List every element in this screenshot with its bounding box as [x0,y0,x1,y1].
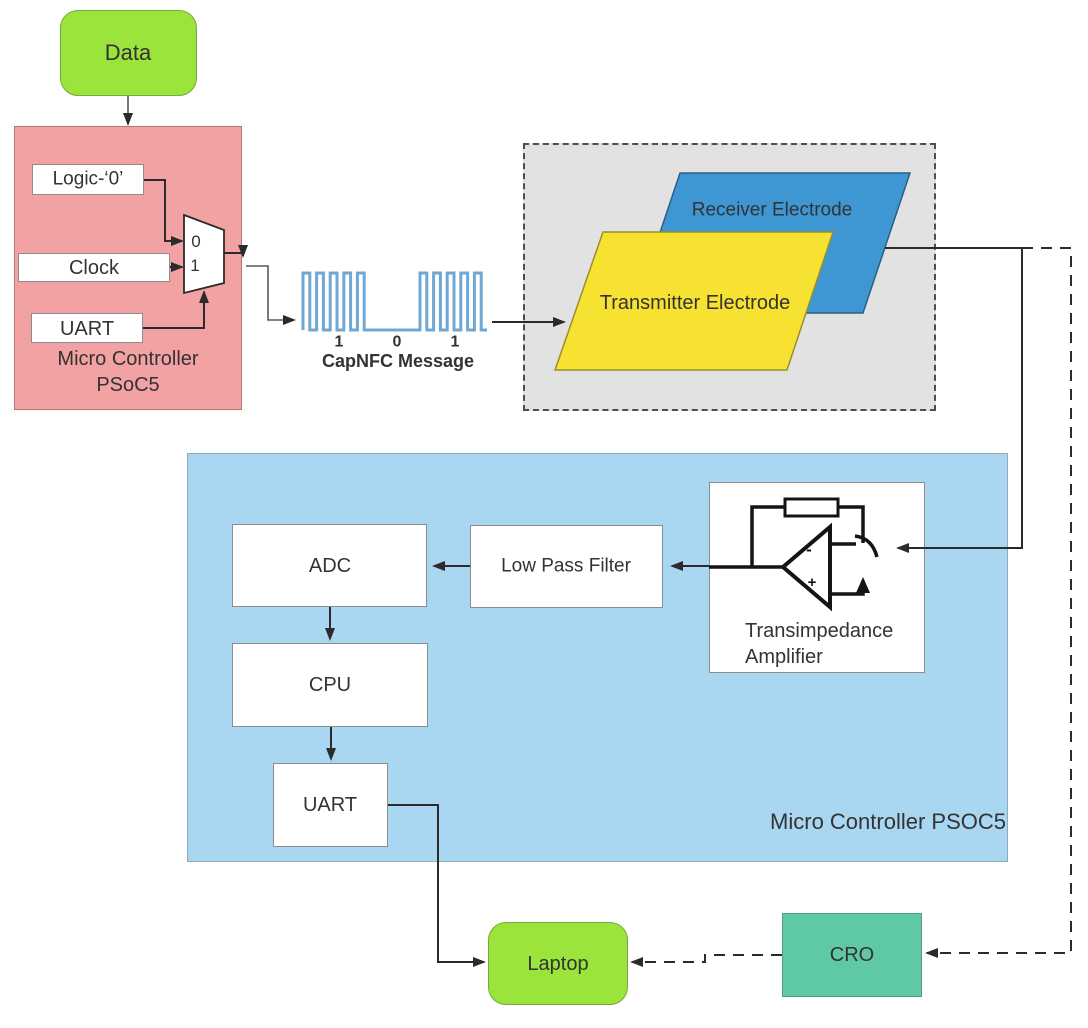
mux-input0-label: 0 [191,231,201,251]
message-bit-3: 1 [450,333,460,351]
capnfc-waveform [301,271,487,332]
message-bit-1: 1 [334,333,344,351]
cpu-label: CPU [308,674,352,696]
feedback-resistor [783,497,840,518]
transimpedance-amplifier-label: Transimpedance Amplifier [745,618,893,670]
logic0-box [32,164,144,195]
opamp-plus-input-wire [830,590,865,596]
data-source-label: Data [104,39,152,65]
tia-label-line2: Amplifier [745,646,823,668]
adc-label: ADC [308,555,352,577]
opamp-minus-label: - [806,539,812,559]
opamp-plus-label: + [807,574,817,591]
uart-tx-label: UART [59,318,115,340]
uart-rx-box [273,763,388,847]
transmitter-mcu-title-line1: Micro Controller [57,348,199,370]
transmitter-mcu-title-line2: PSoC5 [96,374,160,396]
data-source-box [60,10,197,96]
adc-box [232,524,427,607]
message-bit-2: 0 [392,333,402,351]
wire-electrode-to-amplifier [885,247,1023,553]
uart-tx-box [31,313,143,343]
cro-label: CRO [829,944,875,966]
transmitter-electrode-shape [553,231,835,371]
wire-to-waveform [246,265,296,325]
receiver-mcu-title: Micro Controller PSOC5 [770,808,1006,834]
clock-box [18,253,170,282]
uart-rx-label: UART [302,794,358,816]
input-hook-curve [854,534,879,558]
dashed-wire-cro-to-laptop [630,954,782,967]
wire-logic0-to-mux [144,179,184,246]
cro-box [782,913,922,997]
receiver-electrode-label: Receiver Electrode [691,199,853,221]
wire-mux-output [224,245,248,258]
mux-input1-label: 1 [190,255,200,275]
logic0-label: Logic-‘0’ [52,168,124,190]
tia-label-line1: Transimpedance [745,620,894,642]
feedback-wire-right [838,505,865,543]
wire-uart-to-mux [143,290,209,329]
feedback-wire-left [750,505,785,567]
laptop-label: Laptop [527,953,589,975]
opamp-symbol [709,497,879,612]
cpu-box [232,643,428,727]
mux-shape [183,213,225,295]
low-pass-filter-label: Low Pass Filter [501,555,631,577]
dashed-wire-to-cro [925,247,1072,958]
clock-label: Clock [68,257,120,279]
laptop-box [488,922,628,1005]
low-pass-filter-box [470,525,663,608]
wire-uart-to-laptop [388,804,486,967]
capnfc-message-caption: CapNFC Message [321,351,475,372]
transmitter-electrode-label: Transmitter Electrode [599,292,791,314]
opamp-triangle [779,522,832,612]
